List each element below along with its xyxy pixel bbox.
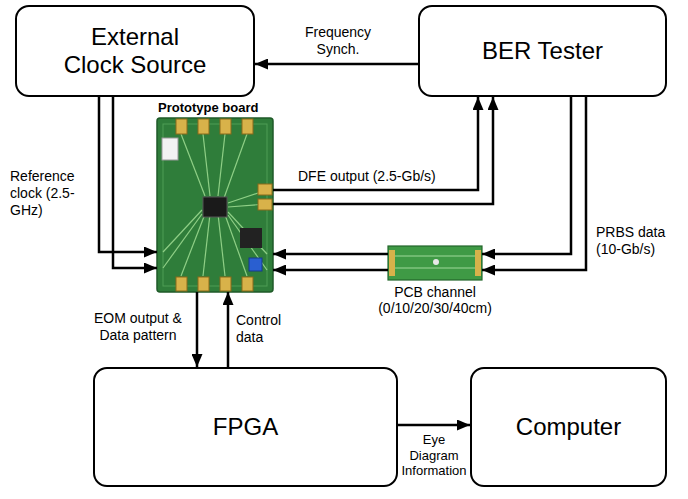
board-photo-node: Prototype board [157, 118, 273, 292]
board-photo [157, 118, 273, 292]
edge-label: PRBS data (10-Gb/s) [596, 224, 682, 258]
connector-line [482, 97, 586, 270]
connector-line [273, 269, 388, 272]
connector [398, 425, 470, 426]
connector [99, 97, 157, 268]
part-label: PCB channel (0/10/20/30/40cm) [369, 284, 501, 316]
process-box: External Clock Source [15, 5, 255, 97]
edge-label: Reference clock (2.5-GHz) [10, 168, 92, 218]
edge-label: DFE output (2.5-Gb/s) [298, 168, 473, 185]
connector-line [196, 292, 199, 367]
connector-line [482, 97, 571, 254]
pcb-channel-strip [388, 246, 482, 280]
edge-label: Frequency Synch. [290, 24, 386, 58]
connector-line [273, 97, 493, 204]
process-box: Computer [470, 367, 667, 487]
connector [482, 97, 586, 270]
process-box: FPGA [93, 367, 398, 487]
connector-line [273, 253, 388, 256]
connector [273, 97, 493, 204]
edge-label: EOM output & Data pattern [86, 310, 190, 344]
box-label: Computer [516, 413, 621, 441]
connector-line [398, 424, 470, 427]
connector-line [99, 97, 157, 252]
connector [197, 292, 198, 367]
edge-label: Eye Diagram Information [400, 432, 468, 479]
connector-line [255, 63, 418, 66]
box-label: BER Tester [482, 37, 603, 65]
box-label: External Clock Source [60, 23, 210, 78]
process-box: BER Tester [418, 5, 667, 97]
connector-line [227, 292, 230, 367]
connector-line [273, 97, 478, 190]
connector [273, 254, 388, 270]
part-label: Prototype board [158, 101, 258, 116]
connector-line [113, 97, 157, 268]
box-label: FPGA [213, 413, 278, 441]
connector [228, 292, 229, 367]
edge-label: Control data [236, 312, 298, 346]
pcb-channel-node: PCB channel (0/10/20/30/40cm) [388, 246, 482, 280]
connector [255, 64, 418, 65]
